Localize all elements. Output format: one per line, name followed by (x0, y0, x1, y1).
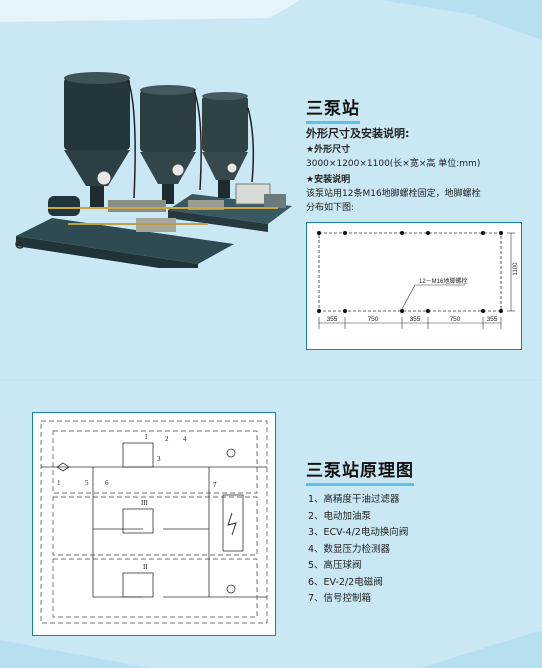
schematic-diagram: 1 2 3 4 5 6 7 I III II (32, 412, 276, 636)
schematic-number: 3 (157, 455, 161, 463)
size-title: ★外形尺寸 (306, 145, 351, 155)
legend-item: 7、信号控制箱 (308, 593, 372, 604)
dimension-label: 355 (487, 316, 498, 323)
size-text: 3000×1200×1100(长×宽×高 单位:mm) (306, 159, 481, 169)
install-text-line-2: 分布如下图: (306, 203, 355, 213)
schematic-number: 6 (105, 479, 109, 487)
component-legend: 1、高精度干油过滤器 2、电动加油泵 3、ECV-4/2电动换向阀 4、数显压力… (308, 492, 408, 608)
legend-item: 4、数显压力检测器 (308, 543, 391, 555)
pump-station-photo (15, 72, 292, 268)
schematic-number: 5 (85, 479, 89, 487)
section-title-schematic: 三泵站原理图 (306, 456, 414, 486)
schematic-number: 4 (183, 435, 187, 443)
schematic-number: 2 (165, 435, 169, 443)
bolt-label: 12－M16地脚螺栓 (419, 277, 467, 285)
installation-heading: 外形尺寸及安装说明: (306, 127, 410, 140)
schematic-drawing: 1 2 3 4 5 6 7 I III II (40, 420, 268, 624)
height-label: 1100 (513, 262, 519, 276)
dimension-label: 355 (327, 316, 338, 323)
schematic-roman: II (143, 563, 148, 571)
legend-item: 5、高压球阀 (308, 560, 362, 571)
schematic-roman: I (145, 433, 148, 441)
schematic-roman: III (141, 499, 149, 507)
legend-item: 2、电动加油泵 (308, 510, 372, 522)
legend-item: 1、高精度干油过滤器 (308, 494, 400, 505)
bolt-layout-diagram: 12－M16地脚螺栓 1100 355 750 355 750 355 (306, 222, 522, 350)
legend-item: 6、EV-2/2电磁阀 (308, 576, 383, 588)
schematic-number: 7 (213, 481, 217, 489)
install-text-line-1: 该泵站用12条M16地脚螺栓固定，地脚螺栓 (306, 189, 481, 199)
schematic-number: 1 (57, 479, 61, 487)
install-title: ★安装说明 (306, 175, 351, 185)
dimension-label: 355 (410, 316, 421, 323)
legend-item: 3、ECV-4/2电动换向阀 (308, 527, 409, 538)
dimension-label: 750 (368, 316, 379, 323)
bolt-layout-drawing: 12－M16地脚螺栓 1100 355 750 355 750 355 (317, 231, 519, 329)
section-title-pump-station: 三泵站 (306, 94, 360, 124)
dimension-label: 750 (450, 316, 461, 323)
